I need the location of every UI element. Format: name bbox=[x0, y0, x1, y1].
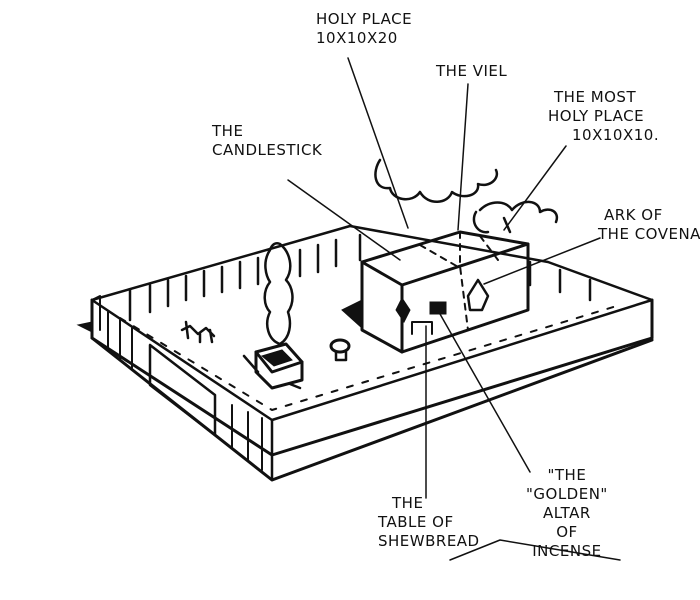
label-most-holy-place: THE MOST HOLY PLACE 10X10X10. bbox=[548, 88, 659, 145]
sacrifice-figures bbox=[182, 322, 214, 342]
label-veil-text: THE VIEL bbox=[436, 62, 507, 81]
label-most-holy-place-line2: HOLY PLACE bbox=[548, 107, 659, 126]
label-most-holy-place-line3: 10X10X10. bbox=[572, 126, 659, 145]
burnt-offering-smoke bbox=[265, 243, 293, 344]
tabernacle-tent bbox=[342, 232, 528, 352]
label-altar-line2: "GOLDEN" bbox=[526, 485, 608, 504]
label-holy-place-line2: 10X10X20 bbox=[316, 29, 412, 48]
label-table-line3: SHEWBREAD bbox=[378, 532, 480, 551]
label-altar-line3: ALTAR bbox=[526, 504, 608, 523]
label-table-shewbread: THE TABLE OF SHEWBREAD bbox=[378, 494, 480, 551]
label-candlestick: THE CANDLESTICK bbox=[212, 122, 322, 160]
label-candlestick-line1: THE bbox=[212, 122, 322, 141]
label-table-line2: TABLE OF bbox=[378, 513, 480, 532]
label-golden-altar: "THE "GOLDEN" ALTAR OF INCENSE bbox=[526, 466, 608, 561]
label-veil: THE VIEL bbox=[436, 62, 507, 81]
label-altar-line5: INCENSE bbox=[526, 542, 608, 561]
label-ark: ARK OF THE COVENANT. bbox=[598, 206, 700, 244]
laver bbox=[331, 340, 349, 360]
label-ark-line1: ARK OF bbox=[604, 206, 700, 225]
brazen-altar bbox=[244, 344, 302, 388]
label-ark-line2: THE COVENANT. bbox=[598, 225, 700, 244]
label-table-line1: THE bbox=[392, 494, 480, 513]
label-holy-place-line1: HOLY PLACE bbox=[316, 10, 412, 29]
label-holy-place: HOLY PLACE 10X10X20 bbox=[316, 10, 412, 48]
label-candlestick-line2: CANDLESTICK bbox=[212, 141, 322, 160]
label-altar-line1: "THE bbox=[526, 466, 608, 485]
label-altar-line4: OF bbox=[526, 523, 608, 542]
label-most-holy-place-line1: THE MOST bbox=[554, 88, 659, 107]
